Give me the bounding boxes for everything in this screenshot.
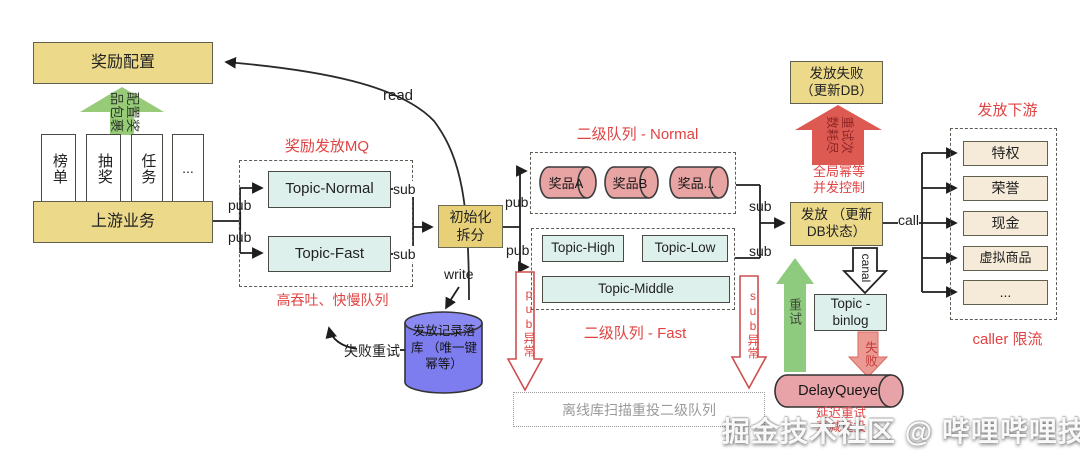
canal-arrow xyxy=(841,247,889,295)
mq-title: 奖励发放MQ xyxy=(284,138,370,155)
upstream-item-label: 任务 xyxy=(139,153,157,185)
downstream-title: 发放下游 xyxy=(977,102,1038,119)
init-to-queues-lines xyxy=(503,165,530,273)
fail-retry-label: 失败重试 xyxy=(344,343,400,359)
downstream-item-cash: 现金 xyxy=(963,211,1048,236)
fail-down-arrow xyxy=(847,331,889,378)
topic-middle-label: Topic-Middle xyxy=(598,281,674,297)
watermark: 掘金技术社区 @ 哔哩哔哩技术 xyxy=(722,416,1080,447)
delay-queue-cylinder xyxy=(774,374,904,408)
reward-config-label: 奖励配置 xyxy=(90,54,155,71)
prize-b-label: 奖品B xyxy=(612,176,648,191)
upstream-item-lottery: 抽奖 xyxy=(86,134,121,204)
mq-caption: 高吞吐、快慢队列 xyxy=(276,292,389,308)
upstream-to-mq-lines xyxy=(213,182,264,259)
downstream-item-label: 特权 xyxy=(991,144,1020,161)
topic-low-box: Topic-Low xyxy=(642,235,728,262)
sub-label-2: sub xyxy=(393,246,416,262)
queues-to-dispatch-lines xyxy=(735,184,786,259)
prize-cylinder-a xyxy=(539,166,597,199)
delay-retry-label: 延迟重试 衰减重投 xyxy=(815,406,866,435)
downstream-item-label: 荣誉 xyxy=(991,179,1020,196)
upstream-item-ranking: 榜单 xyxy=(41,134,76,204)
caller-limit-label: caller 限流 xyxy=(972,331,1043,348)
pub-label-1: pub xyxy=(228,197,252,213)
upstream-item-label: ... xyxy=(182,160,194,177)
topic-fast-box: Topic-Fast xyxy=(268,236,391,272)
downstream-item-label: ... xyxy=(999,283,1012,300)
topic-high-box: Topic-High xyxy=(542,235,624,262)
canal-label: canal xyxy=(859,253,873,283)
pub-label-2: pub xyxy=(228,229,252,245)
init-split-box: 初始化 拆分 xyxy=(438,205,503,248)
topic-normal-label: Topic-Normal xyxy=(285,180,374,198)
delay-queue-label: DelayQueye xyxy=(798,383,878,399)
dispatch-box: 发放 （更新 DB状态） xyxy=(790,202,883,246)
prize-cylinder-more xyxy=(669,166,729,199)
retry-up-label: 重试 xyxy=(787,298,802,326)
queue2-fast-title: 二级队列 - Fast xyxy=(583,325,687,342)
dispatch-to-downstream-bus xyxy=(883,147,958,298)
prize-more-label: 奖品... xyxy=(677,176,715,191)
fail-down-label: 失败 xyxy=(863,340,877,368)
read-label: read xyxy=(383,87,414,104)
retry-up-arrow xyxy=(776,258,814,372)
prize-a-label: 奖品A xyxy=(548,176,584,191)
downstream-item-honor: 荣誉 xyxy=(963,176,1048,201)
fail-retry-arrow xyxy=(325,326,358,350)
record-db-cylinder xyxy=(404,311,483,394)
mq-dashed-box xyxy=(239,160,413,287)
global-idempotent-label: 全局幂等 并发控制 xyxy=(812,164,865,196)
topic-binlog-box: Topic - binlog xyxy=(814,294,887,331)
dispatch-label: 发放 （更新 DB状态） xyxy=(800,207,873,239)
dispatch-fail-label: 发放失败 （更新DB） xyxy=(800,65,873,98)
dispatch-fail-box: 发放失败 （更新DB） xyxy=(790,61,883,104)
offline-scan-label: 离线库扫描重投二级队列 xyxy=(562,401,716,418)
upstream-item-label: 榜单 xyxy=(50,153,68,185)
queue2-normal-title: 二级队列 - Normal xyxy=(576,126,699,143)
topic-normal-box: Topic-Normal xyxy=(268,171,391,208)
upstream-item-task: 任务 xyxy=(131,134,163,204)
downstream-item-privilege: 特权 xyxy=(963,141,1048,166)
topic-high-label: Topic-High xyxy=(551,240,615,256)
sub-label-4: sub xyxy=(749,243,772,259)
pub-exception-label: pub异常 xyxy=(522,286,536,358)
topic-low-label: Topic-Low xyxy=(654,240,716,256)
upstream-business-label: 上游业务 xyxy=(90,213,155,230)
sub-label-3: sub xyxy=(749,198,772,214)
write-label: write xyxy=(444,266,474,282)
upstream-item-more: ... xyxy=(172,134,204,204)
topic-binlog-label: Topic - binlog xyxy=(830,295,871,328)
reward-config-box: 奖励配置 xyxy=(33,42,213,84)
pub-label-4: pub xyxy=(506,242,530,258)
sub-exception-arrow xyxy=(730,275,768,390)
downstream-item-label: 现金 xyxy=(991,214,1020,231)
topic-middle-box: Topic-Middle xyxy=(542,276,730,303)
config-package-arrow xyxy=(80,87,164,135)
retry-exhausted-arrow xyxy=(795,105,882,165)
downstream-item-virtual-goods: 虚拟商品 xyxy=(963,246,1048,271)
pub-exception-arrow xyxy=(506,271,544,392)
retry-exhausted-label: 重试次 数耗尽 xyxy=(825,116,854,154)
upstream-item-label: 抽奖 xyxy=(95,153,113,185)
write-arrow xyxy=(445,286,460,310)
prize-cylinder-b xyxy=(604,166,659,199)
init-split-label: 初始化 拆分 xyxy=(449,209,492,243)
call-label: call xyxy=(898,212,920,228)
record-db-label: 发放记录落 库 （唯一键 幂等） xyxy=(411,323,477,372)
pub-label-3: pub xyxy=(505,194,529,210)
queue2-normal-dashed-box xyxy=(530,152,736,214)
downstream-item-more: ... xyxy=(963,280,1048,305)
queue2-fast-dashed-box xyxy=(531,228,735,310)
offline-scan-box: 离线库扫描重投二级队列 xyxy=(513,392,765,427)
topic-fast-label: Topic-Fast xyxy=(294,244,365,262)
sub-exception-label: sub异常 xyxy=(746,288,760,360)
config-arrow-label: 配置奖 品包裹 xyxy=(108,91,140,133)
downstream-item-label: 虚拟商品 xyxy=(979,250,1032,266)
upstream-business-box: 上游业务 xyxy=(33,201,213,243)
sub-label-1: sub xyxy=(393,181,416,197)
